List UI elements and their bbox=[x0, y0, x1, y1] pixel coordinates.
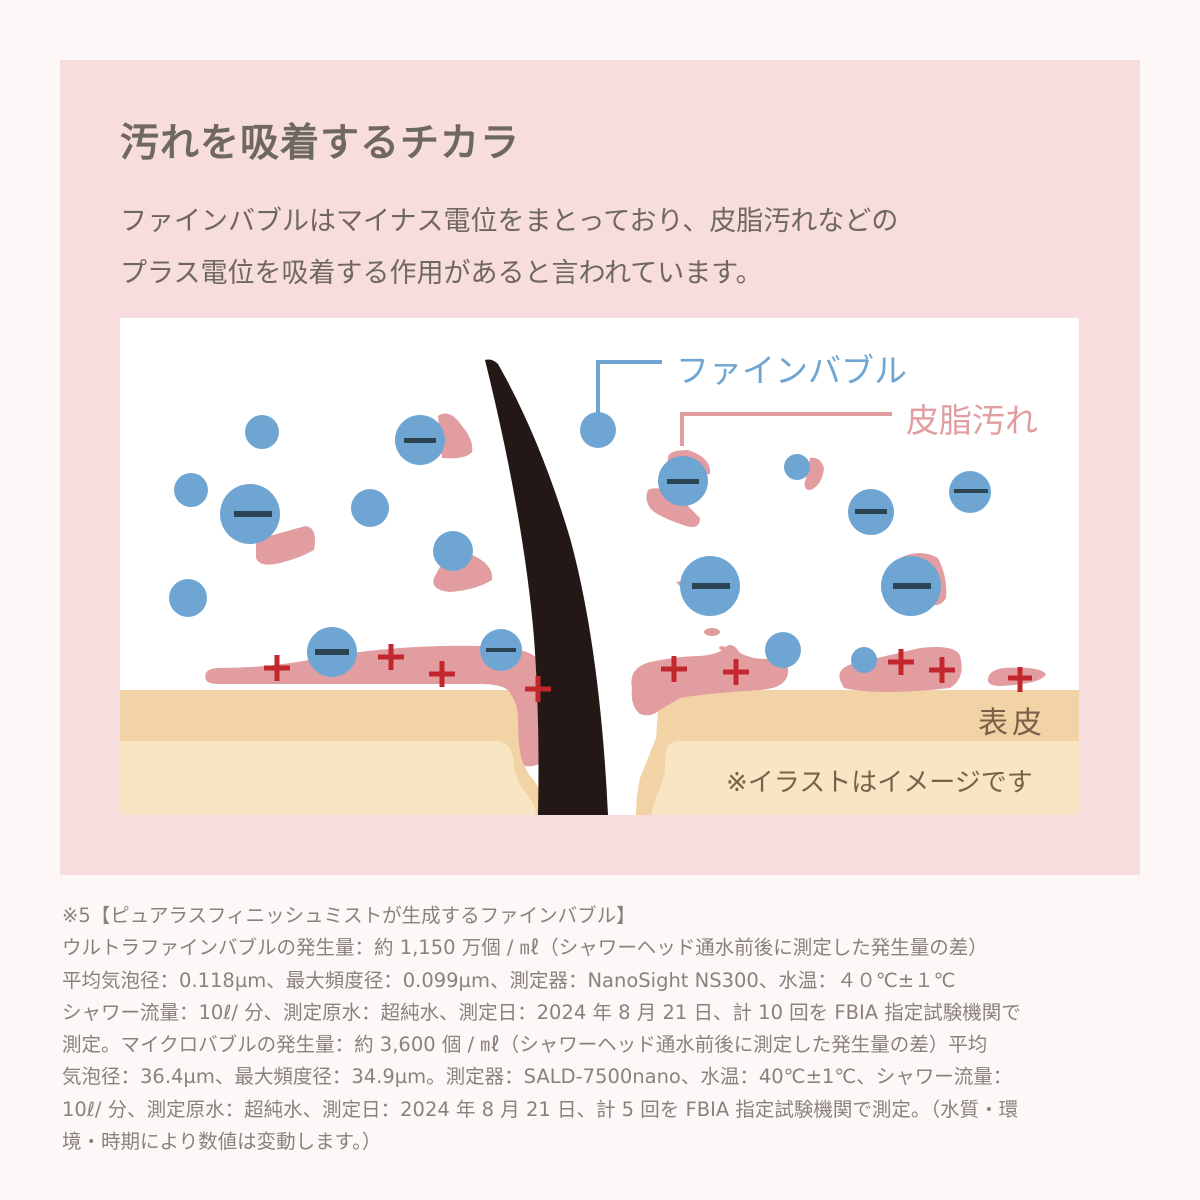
hair-strand bbox=[485, 359, 608, 815]
lead-line-1: ファインバブルはマイナス電位をまとっており、皮脂汚れなどの bbox=[120, 206, 899, 237]
footnote-line: 境・時期により数値は変動します。） bbox=[62, 1130, 382, 1154]
epidermis-label: 表皮 bbox=[978, 706, 1046, 741]
lead-line-2: プラス電位を吸着する作用があると言われています。 bbox=[120, 258, 763, 289]
footnotes: ※5【ピュアラスフィニッシュミストが生成するファインバブル】 ウルトラファインバ… bbox=[62, 900, 1152, 1158]
page-title: 汚れを吸着するチカラ bbox=[120, 121, 521, 166]
plus-icons bbox=[264, 644, 1032, 702]
footnote-line: 測定。マイクロバブルの発生量：約 3,600 個 / ㎖（シャワーヘッド通水前後… bbox=[62, 1033, 988, 1057]
epidermis-left bbox=[120, 690, 544, 815]
fine-bubble-leader-line bbox=[596, 360, 662, 430]
bubble-illustration: ファインバブル 皮脂汚れ 表皮 ※イラストはイメージです bbox=[120, 318, 1079, 815]
footnote-line: 気泡径：36.4µm、最大頻度径：34.9µm。測定器：SALD-7500nan… bbox=[62, 1065, 1013, 1089]
minus-icons bbox=[234, 438, 988, 655]
illustration-note: ※イラストはイメージです bbox=[726, 768, 1033, 798]
footnote-line: 平均気泡径：0.118µm、最大頻度径：0.099µm、測定器：NanoSigh… bbox=[62, 968, 956, 992]
sebum-label: 皮脂汚れ bbox=[906, 401, 1038, 440]
footnote-line: ウルトラファインバブルの発生量：約 1,150 万個 / ㎖（シャワーヘッド通水… bbox=[62, 936, 988, 960]
sebum-leader-line bbox=[680, 412, 892, 446]
footnote-line: ※5【ピュアラスフィニッシュミストが生成するファインバブル】 bbox=[62, 904, 636, 927]
footnote-line: シャワー流量：10ℓ/ 分、測定原水：超純水、測定日：2024 年 8 月 21… bbox=[62, 1000, 1021, 1024]
footnote-line: 10ℓ/ 分、測定原水：超純水、測定日：2024 年 8 月 21 日、計 5 … bbox=[62, 1097, 1019, 1121]
lead-text: ファインバブルはマイナス電位をまとっており、皮脂汚れなどの プラス電位を吸着する… bbox=[120, 196, 898, 300]
fine-bubble-label: ファインバブル bbox=[676, 351, 907, 390]
epidermis-right bbox=[636, 690, 1079, 815]
